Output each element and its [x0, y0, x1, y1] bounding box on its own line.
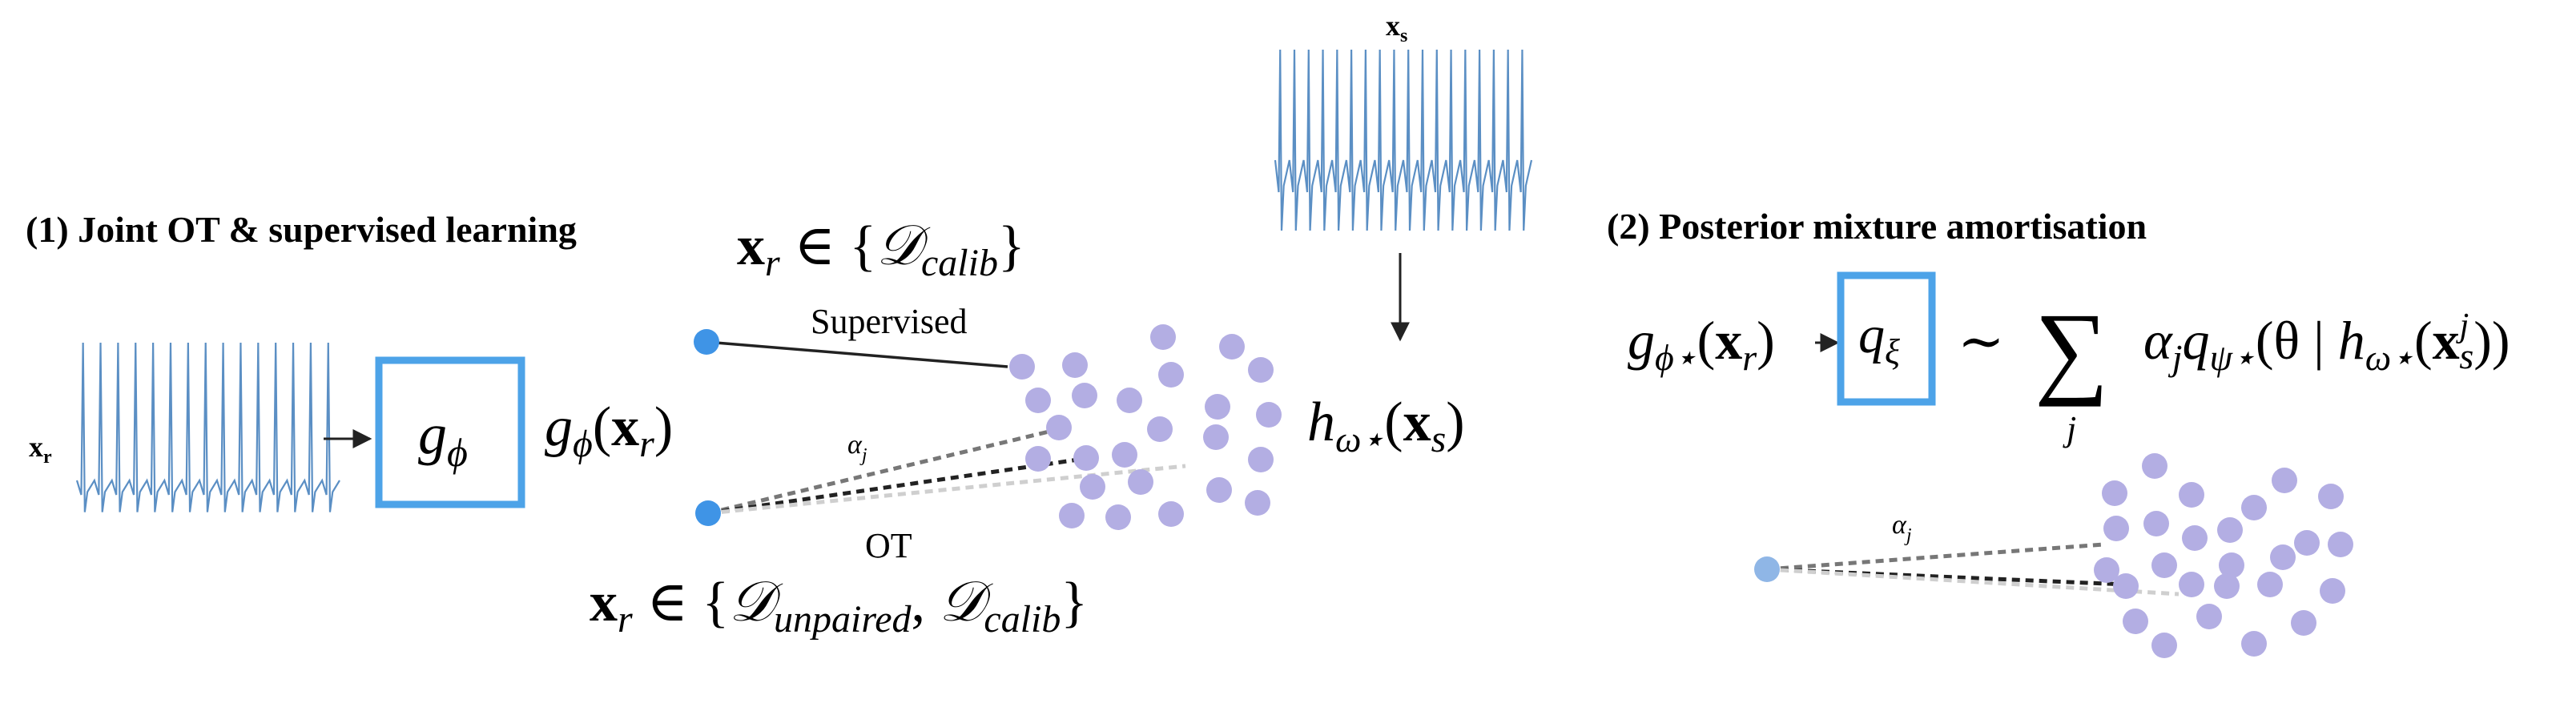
embedding-dot — [2179, 482, 2204, 508]
real-signal-group: xr — [29, 342, 372, 512]
simulated-signal-trace — [1274, 49, 1533, 231]
encoder-box: gϕ — [375, 356, 525, 508]
embedding-dot — [1245, 490, 1270, 516]
encoder-output-formula: gϕ(xr) — [545, 396, 673, 465]
real-signal-trace — [75, 342, 340, 512]
ot-label: OT — [865, 526, 912, 565]
embedding-dot — [1203, 424, 1229, 450]
embedding-dot — [1248, 447, 1274, 472]
embedding-dot — [2328, 532, 2353, 557]
embedding-dot — [2241, 495, 2267, 520]
xr-label: xr — [29, 431, 52, 468]
supervised-label: Supervised — [811, 302, 968, 341]
ot-dash-mid — [707, 428, 1057, 516]
embedding-dot — [1080, 474, 1105, 500]
p2-dash-mid — [1766, 542, 2104, 572]
embedding-dot — [2113, 573, 2139, 599]
embedding-dot — [1150, 324, 1176, 350]
embedding-dot — [1105, 504, 1131, 530]
embedding-dot — [2217, 517, 2243, 543]
p2-origin-point — [1754, 556, 1780, 582]
embedding-dot — [2320, 578, 2345, 604]
embedding-dot — [1112, 442, 1137, 468]
panel1-title: (1) Joint OT & supervised learning — [26, 209, 577, 250]
unpaired-origin-point — [695, 500, 721, 526]
tilde-symbol: ∼ — [1958, 311, 2005, 373]
embedding-dot — [1205, 394, 1230, 420]
posterior-embedding-cloud — [2094, 453, 2353, 658]
embedding-dot — [1062, 352, 1088, 378]
embedding-dot — [2143, 511, 2169, 536]
q-box-frame — [1837, 271, 1936, 406]
embedding-dot — [2151, 552, 2177, 578]
embedding-dot — [2318, 484, 2344, 509]
sim-embedding-formula: hω⋆(xs) — [1307, 392, 1465, 460]
embedding-dot — [1072, 383, 1097, 408]
embedding-dot — [1059, 503, 1085, 528]
embedding-dot — [1219, 334, 1245, 360]
encoder-box-label: gϕ — [418, 402, 468, 475]
embedding-dot — [2182, 525, 2208, 551]
alpha-label: αj — [847, 430, 867, 466]
embedding-dot — [2272, 468, 2297, 493]
embedding-dot — [2214, 573, 2240, 599]
panel2-lhs-formula: gϕ⋆(xr) — [1628, 310, 1775, 378]
embedding-dot — [1009, 354, 1035, 380]
sum-symbol: ∑ — [2035, 292, 2109, 408]
embedding-dot — [2094, 557, 2119, 583]
embedding-dot — [2103, 516, 2129, 541]
embedding-dot — [1117, 388, 1142, 413]
embedding-dot — [1025, 388, 1051, 413]
q-box-label: qξ — [1858, 306, 1900, 372]
embedding-dot — [2257, 572, 2283, 597]
embedding-dot — [2142, 453, 2167, 479]
simulated-embedding-cloud — [1009, 324, 1282, 530]
embedding-dot — [2241, 631, 2267, 657]
panel2-title: (2) Posterior mixture amortisation — [1607, 206, 2147, 247]
supervised-line — [706, 340, 1008, 368]
embedding-dot — [2151, 633, 2177, 658]
embedding-dot — [1206, 477, 1232, 503]
p2-dash-light — [1766, 567, 2180, 597]
embedding-dot — [1073, 445, 1099, 471]
p2-alpha-label: αj — [1892, 510, 1912, 546]
embedding-dot — [1147, 416, 1173, 442]
p2-dash-dark — [1766, 567, 2127, 587]
embedding-dot — [1158, 501, 1184, 527]
embedding-dot — [2179, 572, 2204, 597]
encoder-box-frame — [375, 356, 525, 508]
calib-set-formula: xr ∈ {𝒟calib} — [737, 215, 1025, 284]
embedding-dot — [1128, 469, 1153, 495]
embedding-dot — [2102, 480, 2127, 506]
embedding-dot — [1248, 357, 1274, 383]
embedding-dot — [1256, 402, 1282, 428]
embedding-dot — [1025, 446, 1051, 472]
embedding-dot — [2123, 609, 2148, 634]
sum-index: j — [2063, 409, 2076, 448]
embedding-dot — [1046, 415, 1072, 440]
xs-label: xs — [1386, 10, 1407, 46]
embedding-dot — [2219, 552, 2244, 578]
embedding-dot — [1158, 362, 1184, 388]
panel-posterior-mixture: (2) Posterior mixture amortisation gϕ⋆(x… — [1607, 206, 2510, 658]
ot-dash-light — [707, 464, 1186, 516]
calib-origin-point — [694, 329, 719, 355]
embedding-dot — [2196, 604, 2222, 629]
embedding-dot — [2291, 610, 2316, 636]
panel-joint-ot: (1) Joint OT & supervised learning xr gϕ… — [26, 10, 1533, 641]
unpaired-set-formula: xr ∈ {𝒟unpaired, 𝒟calib} — [590, 572, 1088, 641]
embedding-dot — [2270, 544, 2296, 570]
embedding-dot — [2294, 530, 2320, 556]
ot-dash-dark — [707, 456, 1090, 516]
